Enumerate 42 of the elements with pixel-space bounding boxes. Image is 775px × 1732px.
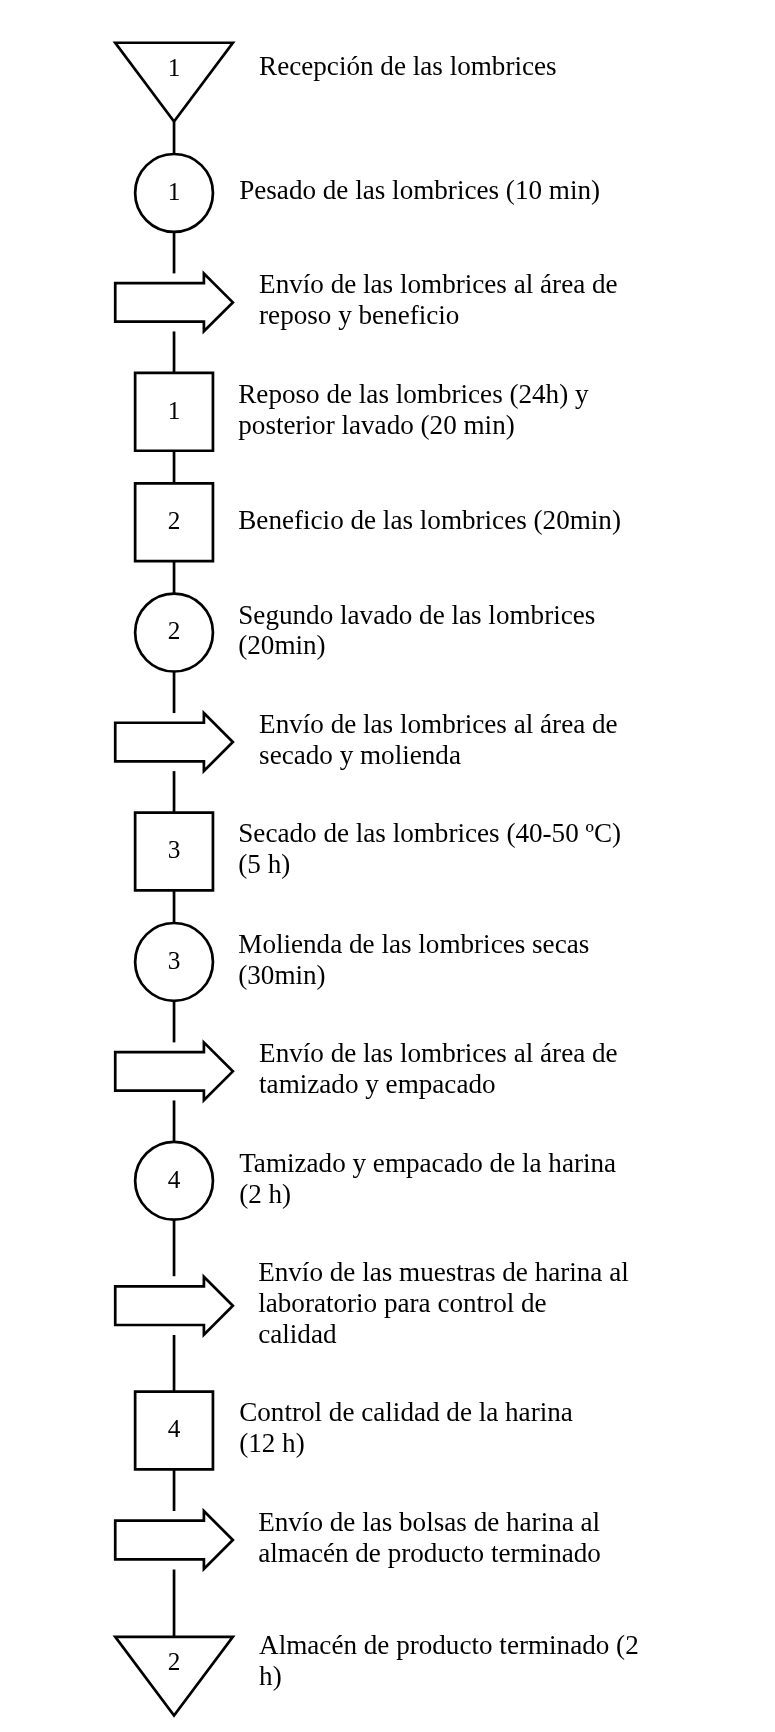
- node-label: Segundo lavado de las lombrices (20min): [237, 599, 595, 661]
- connector: [172, 451, 175, 483]
- node-label: Tamizado y empacado de la harina (2 h): [238, 1147, 616, 1209]
- node-label: Envío de las bolsas de harina al almacén de producto terminado: [257, 1506, 601, 1568]
- connector: [172, 771, 175, 813]
- connector: [172, 1335, 175, 1392]
- node-circle: 4: [133, 1140, 214, 1222]
- connector: [172, 1100, 175, 1142]
- connector: [172, 1001, 175, 1043]
- node-label: Envío de las lombrices al área de secado y molienda: [258, 709, 618, 770]
- connector: [172, 890, 175, 923]
- node-box: 2: [133, 481, 214, 563]
- node-box: 4: [133, 1390, 214, 1471]
- node-arrow: [113, 1273, 235, 1338]
- node-label: Recepción de las lombrices: [258, 51, 557, 82]
- node-label: Envío de las lombrices al área de tamizado y empacado: [258, 1038, 618, 1100]
- node-circle: 3: [133, 921, 214, 1003]
- node-box: 3: [133, 811, 214, 892]
- connector: [172, 1469, 175, 1511]
- connector: [172, 1220, 175, 1277]
- connector: [172, 331, 175, 373]
- node-label: Molienda de las lombrices secas (30min): [237, 928, 589, 990]
- node-arrow: [113, 709, 235, 775]
- node-label: Reposo de las lombrices (24h) y posterior lavado (20 min): [237, 378, 589, 440]
- node-label: Almacén de producto terminado (2 h): [258, 1629, 639, 1691]
- node-label: Envío de las muestras de harina al laboratorio para control de calidad: [257, 1257, 629, 1349]
- node-arrow: [113, 1039, 235, 1104]
- node-arrow: [113, 1507, 235, 1573]
- connector: [172, 121, 175, 154]
- node-label: Beneficio de las lombrices (20min): [237, 504, 621, 535]
- node-label: Pesado de las lombrices (10 min): [238, 175, 600, 206]
- connector: [172, 561, 175, 594]
- node-label: Envío de las lombrices al área de reposo y beneficio: [258, 269, 618, 331]
- node-label: Control de calidad de la harina (12 h): [238, 1397, 573, 1459]
- connector: [172, 1569, 175, 1637]
- node-label: Secado de las lombrices (40-50 ºC) (5 h): [237, 818, 621, 880]
- node-arrow: [113, 270, 235, 335]
- node-box: 1: [133, 371, 214, 453]
- node-circle: 2: [133, 592, 214, 673]
- connector: [172, 672, 175, 714]
- node-circle: 1: [133, 152, 214, 234]
- connector: [172, 232, 175, 274]
